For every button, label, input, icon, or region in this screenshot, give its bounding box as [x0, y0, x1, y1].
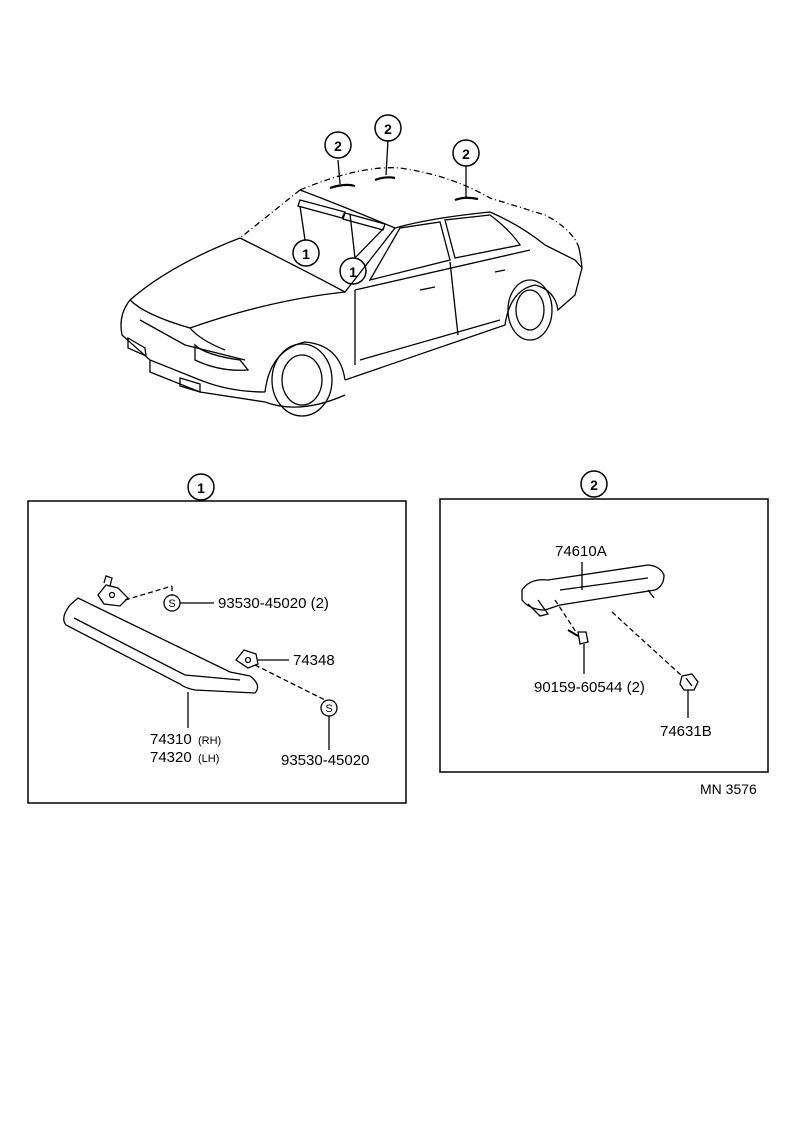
group2-title: 2 [580, 470, 608, 498]
svg-text:2: 2 [590, 477, 598, 493]
part-suffix-visor-lh: (LH) [198, 753, 219, 765]
group2-panel [439, 498, 769, 773]
part-number-screw: 90159-60544 (2) [534, 679, 645, 696]
car-illustration [120, 139, 583, 417]
svg-text:2: 2 [462, 146, 470, 162]
s-mark-clip-1: S [163, 594, 181, 612]
reference-code: MN 3576 [700, 781, 757, 797]
car-callout-2-middle: 2 [374, 114, 402, 142]
svg-text:2: 2 [384, 121, 392, 137]
svg-text:S: S [168, 598, 175, 610]
car-callout-2-right: 2 [452, 139, 480, 167]
part-number-holder: 74348 [293, 652, 335, 669]
part-number-clip-2: 93530-45020 [281, 752, 369, 769]
assist-grip-drawing [521, 562, 699, 718]
part-number-clip-1: 93530-45020 (2) [218, 595, 329, 612]
part-suffix-visor-rh: (RH) [198, 735, 221, 747]
group1-title: 1 [187, 473, 215, 501]
car-callout-1-left: 1 [292, 239, 320, 267]
sun-visor-drawing [63, 575, 330, 750]
svg-text:1: 1 [197, 480, 205, 496]
part-number-visor-lh: 74320 [150, 749, 192, 766]
group1-panel [27, 500, 407, 804]
svg-text:1: 1 [349, 264, 357, 280]
part-number-visor-rh: 74310 [150, 731, 192, 748]
svg-text:1: 1 [302, 246, 310, 262]
car-callout-2-left: 2 [324, 131, 352, 159]
svg-text:S: S [325, 703, 332, 715]
svg-text:2: 2 [334, 138, 342, 154]
part-number-grip: 74610A [555, 543, 607, 560]
car-callout-1-right: 1 [339, 257, 367, 285]
part-number-clip: 74631B [660, 723, 712, 740]
s-mark-clip-2: S [320, 699, 338, 717]
